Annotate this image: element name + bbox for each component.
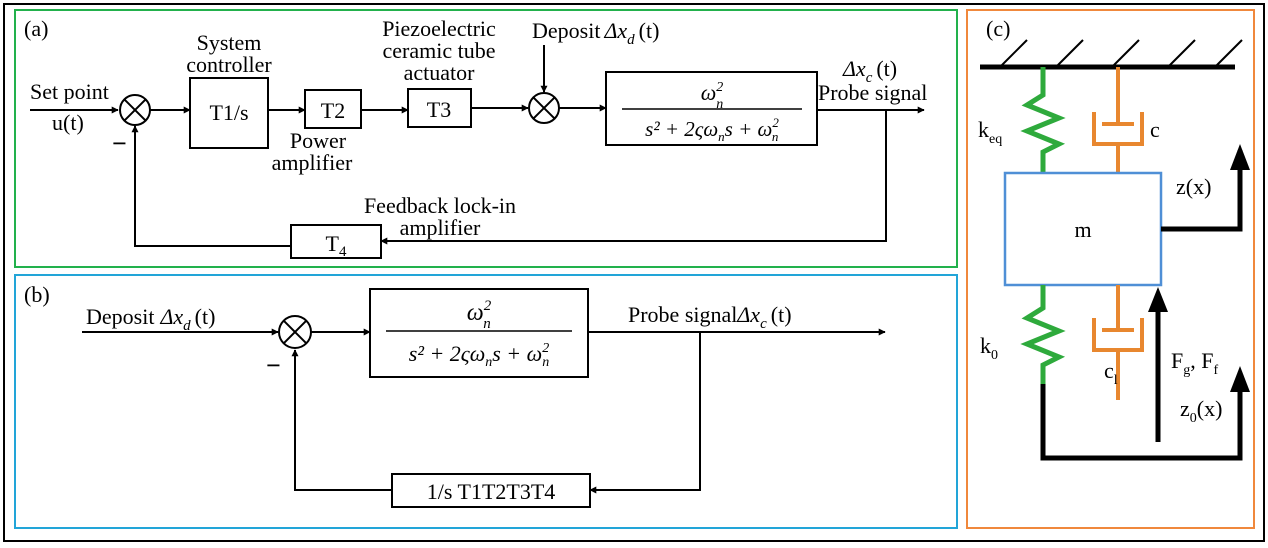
minus-sign-a: − (112, 129, 127, 158)
summing-junction-1 (119, 94, 151, 126)
probe-signal-label-b: Probe signalΔxc(t) (628, 302, 792, 332)
plant-block-a (605, 71, 818, 146)
amplifier-label: amplifier (272, 150, 353, 175)
k0-label: k0 (980, 333, 998, 363)
probe-signal-label-a: Probe signal (818, 80, 927, 105)
feedback-block-text-b: 1/s T1T2T3T4 (427, 479, 556, 504)
mass-label: m (1074, 217, 1091, 242)
z-displacement-line (1161, 150, 1243, 232)
feedback-amplifier-label: amplifier (400, 215, 481, 240)
input-u-label: u(t) (52, 110, 84, 135)
spring-keq (1020, 67, 1066, 173)
output-var-a: Δxc(t) (842, 56, 897, 86)
keq-label: keq (978, 117, 1002, 147)
mass-block (1003, 171, 1163, 287)
summing-junction-2 (528, 92, 560, 124)
feedback-path-left-b (291, 349, 392, 491)
feedback-path-left-a (131, 125, 291, 247)
panel-b-label: (b) (24, 282, 50, 307)
base-line (1040, 384, 1243, 461)
ceramic-tube-label: ceramic tube (383, 38, 496, 63)
z-arrowhead (1230, 144, 1250, 170)
panel-c: (c) keq c m z(x) k0 (966, 9, 1255, 529)
controller-block-text: T1/s (209, 100, 248, 125)
set-point-label: Set point (30, 79, 109, 104)
feedback-lockin-label: Feedback lock-in (364, 193, 516, 218)
z-label: z(x) (1176, 174, 1211, 199)
controller-label: controller (186, 52, 272, 77)
feedback-path-right-a (380, 110, 887, 245)
feedback-block-text-a: T4 (326, 231, 347, 260)
summing-junction-b (278, 315, 312, 349)
panel-a: (a) Set point u(t) − System controller T… (14, 9, 958, 268)
ground-hatch (980, 39, 1243, 70)
outer-border (3, 3, 1265, 542)
damper-c1 (1092, 285, 1144, 400)
feedback-block-a (290, 224, 382, 259)
panel-a-label: (a) (24, 16, 48, 41)
panel-a-border (14, 9, 958, 268)
minus-sign-b: − (266, 351, 281, 380)
force-label: Fg, Ff (1171, 348, 1219, 378)
system-label: System (197, 30, 262, 55)
force-arrowhead (1148, 287, 1168, 312)
controller-block (189, 77, 269, 149)
panel-c-label: (c) (986, 16, 1010, 41)
damper-c-label: c (1150, 117, 1160, 142)
damper-c (1092, 67, 1144, 173)
z0-arrowhead (1230, 366, 1250, 392)
panel-c-border (966, 9, 1255, 529)
feedback-path-right-b (589, 332, 701, 494)
damper-c1-label: cl (1104, 358, 1118, 388)
spring-k0 (1020, 285, 1066, 384)
panel-b-border (14, 274, 958, 529)
actuator-label: actuator (404, 60, 476, 85)
power-amplifier-block-text: T2 (321, 98, 345, 123)
actuator-block-text: T3 (427, 97, 451, 122)
power-label: Power (290, 128, 347, 153)
piezoelectric-label: Piezoelectric (382, 16, 496, 41)
z0-label: z0(x) (1180, 396, 1222, 426)
